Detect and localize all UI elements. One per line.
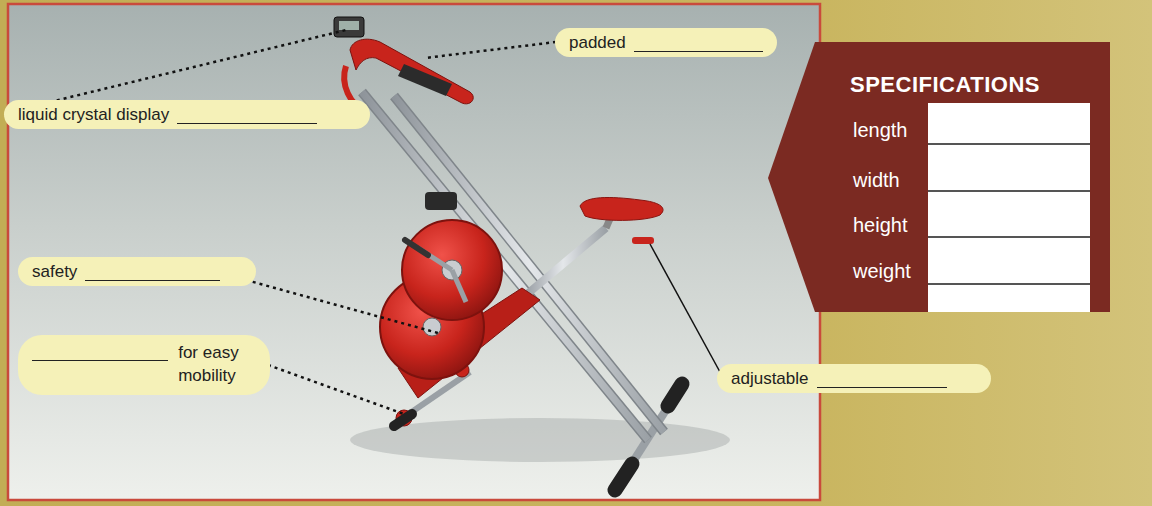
answer-blank (85, 263, 220, 281)
callout-label: safety (18, 257, 256, 286)
rear-foot-cap (615, 464, 632, 490)
adjust-knob (632, 237, 654, 244)
seat-tube (520, 228, 606, 300)
callout-label: adjustable (717, 364, 991, 393)
panel-heading: SPECIFICATIONS (850, 72, 1040, 98)
spec-answer-line (928, 143, 1090, 145)
spec-row-label: width (853, 169, 900, 192)
callout-text: adjustable (731, 369, 809, 389)
hub (423, 318, 441, 336)
specifications-panel: SPECIFICATIONS length width height weight (768, 42, 1110, 312)
photo-background (8, 4, 820, 500)
frame-tube-shadow (362, 92, 648, 440)
rear-foot-cap (668, 384, 682, 406)
frame-tube (362, 92, 648, 440)
spec-row-label: weight (853, 260, 911, 283)
callout-text: safety (32, 262, 77, 282)
spec-row-label: length (853, 119, 908, 142)
front-foot-cap (394, 414, 412, 426)
leader-line (268, 365, 404, 414)
crank-arm (452, 270, 466, 302)
padded-armrest (398, 64, 452, 96)
pedal (405, 240, 428, 255)
lcd-screen (339, 21, 359, 30)
answer-blank (634, 34, 763, 52)
leader-line (246, 280, 438, 333)
leader-line (425, 42, 556, 58)
callout-label: liquid crystal display (4, 100, 370, 129)
spec-row-label: height (853, 214, 908, 237)
leader-line (650, 244, 720, 372)
spec-answer-line (928, 190, 1090, 192)
lcd-display (334, 17, 364, 37)
callout-label: for easy mobility (18, 335, 270, 395)
leader-line (50, 30, 346, 102)
answer-blank (32, 343, 168, 361)
answer-blank (817, 370, 947, 388)
flywheel (402, 220, 502, 320)
callout-label: padded (555, 28, 777, 57)
spec-answer-line (928, 236, 1090, 238)
spec-answer-line (928, 283, 1090, 285)
panel-shape (768, 42, 1110, 312)
callout-text: liquid crystal display (18, 105, 169, 125)
seat (580, 198, 663, 221)
frame-tube (394, 96, 664, 432)
pedal-housing (425, 192, 457, 210)
frame-tube-shadow (394, 96, 664, 432)
spec-answer-box (928, 103, 1090, 312)
callout-text: for easy mobility (178, 341, 256, 387)
answer-blank (177, 106, 317, 124)
handlebar (350, 39, 473, 104)
callout-text: padded (569, 33, 626, 53)
